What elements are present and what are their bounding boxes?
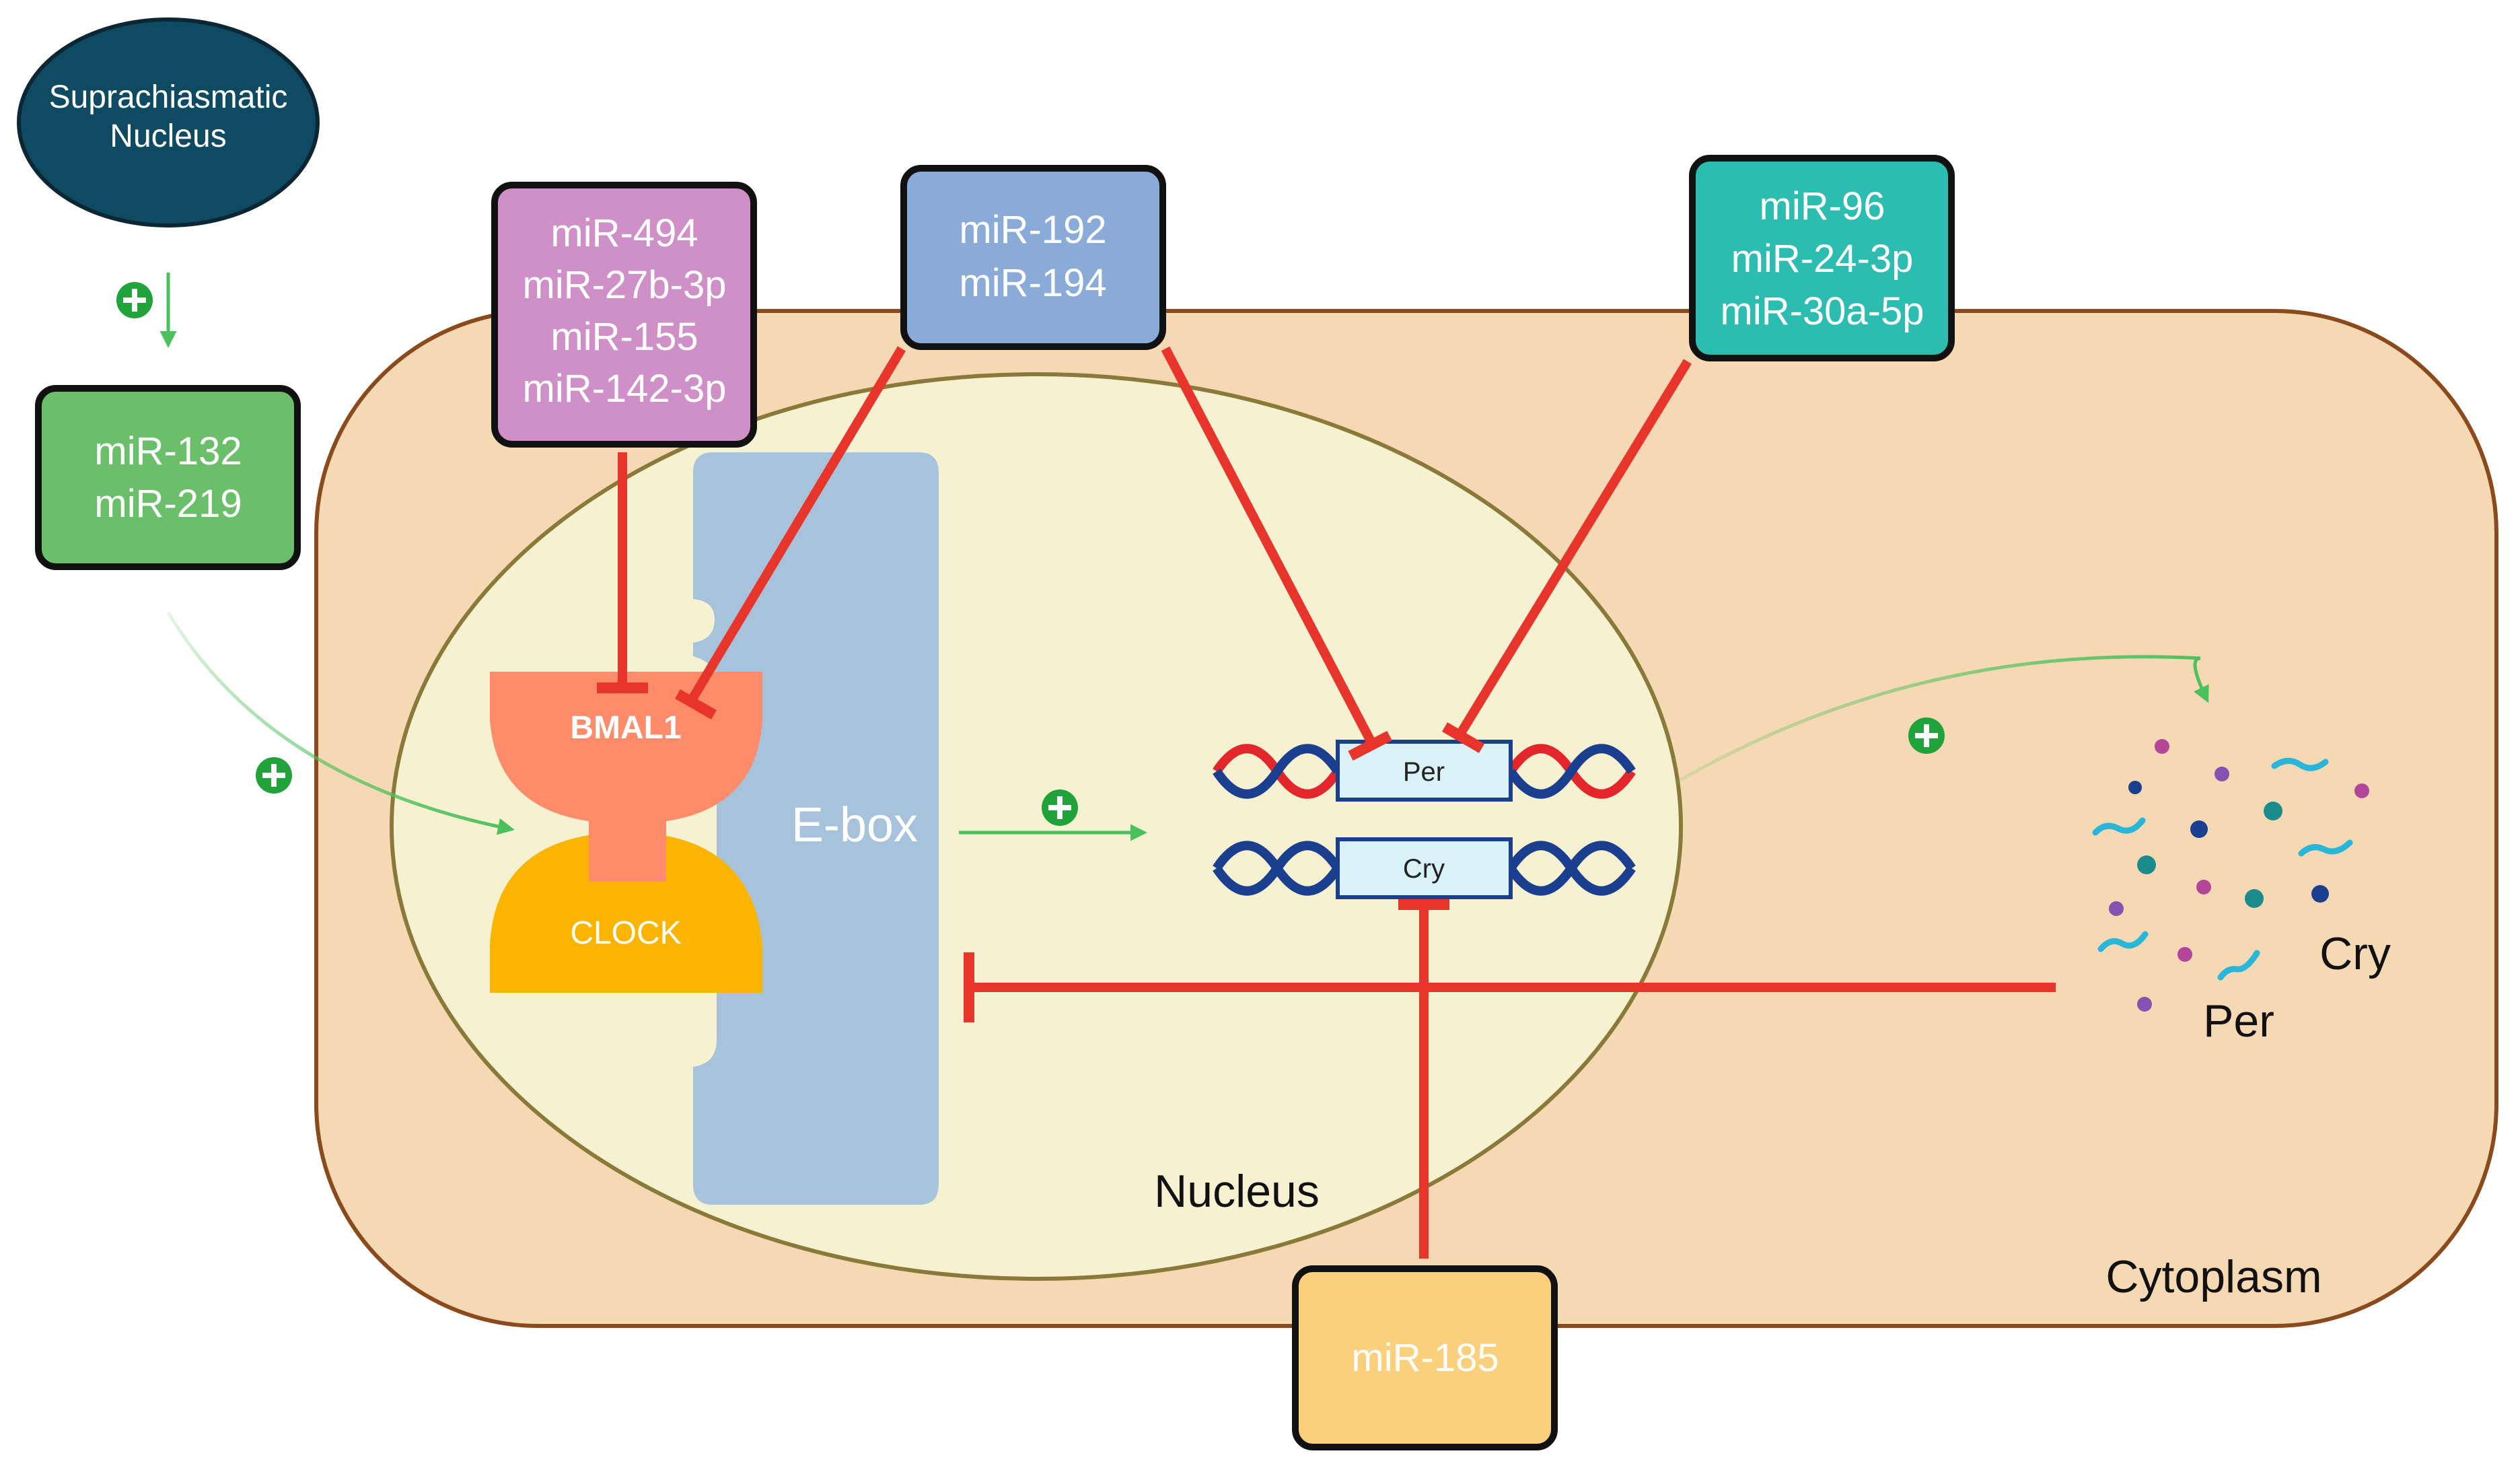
clock-shape xyxy=(490,835,762,993)
bmal1-shape xyxy=(490,672,762,882)
mir219-label: miR-219 xyxy=(94,482,242,526)
mir185-box xyxy=(1292,1265,1558,1450)
inhibition-blue-to-per xyxy=(1161,346,1392,761)
mir194-label: miR-194 xyxy=(959,261,1106,305)
mir132-box xyxy=(35,385,301,570)
cytoplasm-label: Cytoplasm xyxy=(2105,1251,2321,1302)
mir192-box xyxy=(900,165,1166,350)
inhibition-mir185-to-cry xyxy=(1398,899,1449,1259)
clock-label: CLOCK xyxy=(570,915,681,951)
plus-icon xyxy=(256,757,292,794)
mir96-box xyxy=(1689,155,1955,361)
mir30a-label: miR-30a-5p xyxy=(1721,289,1924,333)
mir185-label: miR-185 xyxy=(1351,1336,1499,1380)
plus-icon xyxy=(116,282,153,318)
translation-arrow xyxy=(1674,655,2209,785)
mir24-label: miR-24-3p xyxy=(1731,237,1914,281)
protein-per-label: Per xyxy=(2203,995,2274,1047)
inhibition-per-cry-to-ebox xyxy=(964,952,2056,1022)
bmal1-label: BMAL1 xyxy=(570,710,681,746)
inhibition-blue-to-bmal1 xyxy=(675,346,906,720)
cry-gene-box xyxy=(1336,837,1513,899)
mir494-box xyxy=(491,182,757,448)
scn-node xyxy=(17,17,320,227)
inhibition-purple-to-bmal1 xyxy=(597,452,648,693)
mir494-label: miR-494 xyxy=(550,211,698,255)
plus-icon xyxy=(1908,717,1945,754)
e-box-label: E-box xyxy=(791,798,918,852)
mir192-label: miR-192 xyxy=(959,208,1106,252)
scn-label-line1: Suprachiasmatic xyxy=(49,79,288,115)
protein-particles xyxy=(2092,739,2369,1012)
mir132-activation-arrow xyxy=(166,611,515,835)
dna-per xyxy=(1213,744,1636,799)
mir155-label: miR-155 xyxy=(550,315,698,359)
mir142-label: miR-142-3p xyxy=(523,367,727,411)
protein-cry-label: Cry xyxy=(2319,928,2391,979)
mir96-label: miR-96 xyxy=(1760,184,1885,228)
cry-gene-label: Cry xyxy=(1403,854,1445,884)
inhibition-teal-to-per xyxy=(1441,359,1692,753)
mir27b-label: miR-27b-3p xyxy=(523,263,727,307)
e-box-shape xyxy=(693,452,939,1205)
mir132-label: miR-132 xyxy=(94,429,242,473)
nucleus-region xyxy=(390,372,1683,1281)
per-gene-label: Per xyxy=(1403,757,1445,787)
dna-cry xyxy=(1213,841,1636,896)
plus-icon xyxy=(1042,789,1078,826)
scn-label-line2: Nucleus xyxy=(110,118,226,154)
nucleus-label: Nucleus xyxy=(1154,1166,1320,1217)
